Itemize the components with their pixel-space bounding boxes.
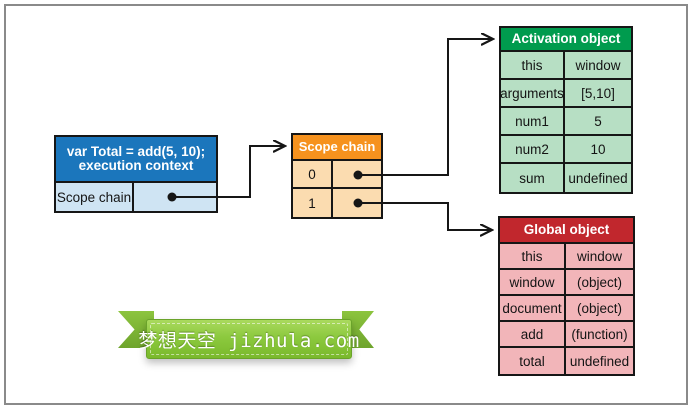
scope-chain-box: Scope chain 0 1 <box>291 133 383 219</box>
cell-key: add <box>500 322 566 346</box>
table-row: document (object) <box>500 296 633 322</box>
scope-chain-title: Scope chain <box>298 139 376 155</box>
execution-context-title-line1: var Total = add(5, 10); <box>66 143 206 159</box>
global-object-title: Global object <box>523 221 610 237</box>
table-row: add (function) <box>500 322 633 348</box>
ribbon-band: 梦想天空 jizhula.com <box>138 319 359 359</box>
cell-key: sum <box>501 164 565 192</box>
activation-object-title: Activation object <box>511 30 621 46</box>
cell-value: (object) <box>576 274 622 290</box>
cell-value: undefined <box>568 170 628 186</box>
cell-value: 5 <box>594 113 602 129</box>
table-row: arguments [5,10] <box>500 80 631 108</box>
table-row: this window <box>501 52 631 80</box>
cell-key: document <box>500 296 566 320</box>
execution-context-box: var Total = add(5, 10); execution contex… <box>54 135 218 213</box>
cell-key: Scope chain <box>56 183 134 211</box>
table-row: num2 10 <box>501 136 631 164</box>
cell-key: 0 <box>293 161 333 187</box>
table-row: sum undefined <box>501 164 631 192</box>
table-row: num1 5 <box>501 108 631 136</box>
cell-value: [5,10] <box>581 85 615 101</box>
cell-value: 10 <box>590 141 606 157</box>
global-object-header: Global object <box>500 218 633 244</box>
cell-connector <box>134 183 216 211</box>
watermark-text: 梦想天空 jizhula.com <box>138 329 360 352</box>
cell-key: this <box>500 244 566 268</box>
cell-key: arguments <box>500 80 565 106</box>
table-row: Scope chain <box>56 183 216 211</box>
cell-key: 1 <box>293 189 333 217</box>
cell-key: num1 <box>501 108 565 134</box>
cell-key: window <box>500 270 566 294</box>
table-row: total undefined <box>500 348 633 374</box>
cell-value: (function) <box>571 326 628 342</box>
table-row: window (object) <box>500 270 633 296</box>
cell-value: (object) <box>576 300 622 316</box>
global-object-table: Global object this window window (object… <box>498 216 635 376</box>
cell-connector <box>333 189 381 217</box>
cell-value: undefined <box>569 353 630 369</box>
table-row: 0 <box>293 161 381 189</box>
table-row: 1 <box>293 189 381 217</box>
activation-object-header: Activation object <box>501 28 631 52</box>
figure-border <box>4 4 688 405</box>
cell-key: total <box>500 348 566 374</box>
cell-value: window <box>575 57 621 73</box>
scope-chain-header: Scope chain <box>293 135 381 161</box>
cell-value: window <box>576 248 623 264</box>
cell-key: this <box>501 52 565 78</box>
activation-object-table: Activation object this window arguments … <box>499 26 633 194</box>
cell-connector <box>333 161 381 187</box>
cell-key: num2 <box>501 136 565 162</box>
watermark-ribbon: 梦想天空 jizhula.com <box>118 306 374 364</box>
execution-context-header: var Total = add(5, 10); execution contex… <box>56 137 216 183</box>
execution-context-title-line2: execution context <box>78 158 194 173</box>
table-row: this window <box>500 244 633 270</box>
